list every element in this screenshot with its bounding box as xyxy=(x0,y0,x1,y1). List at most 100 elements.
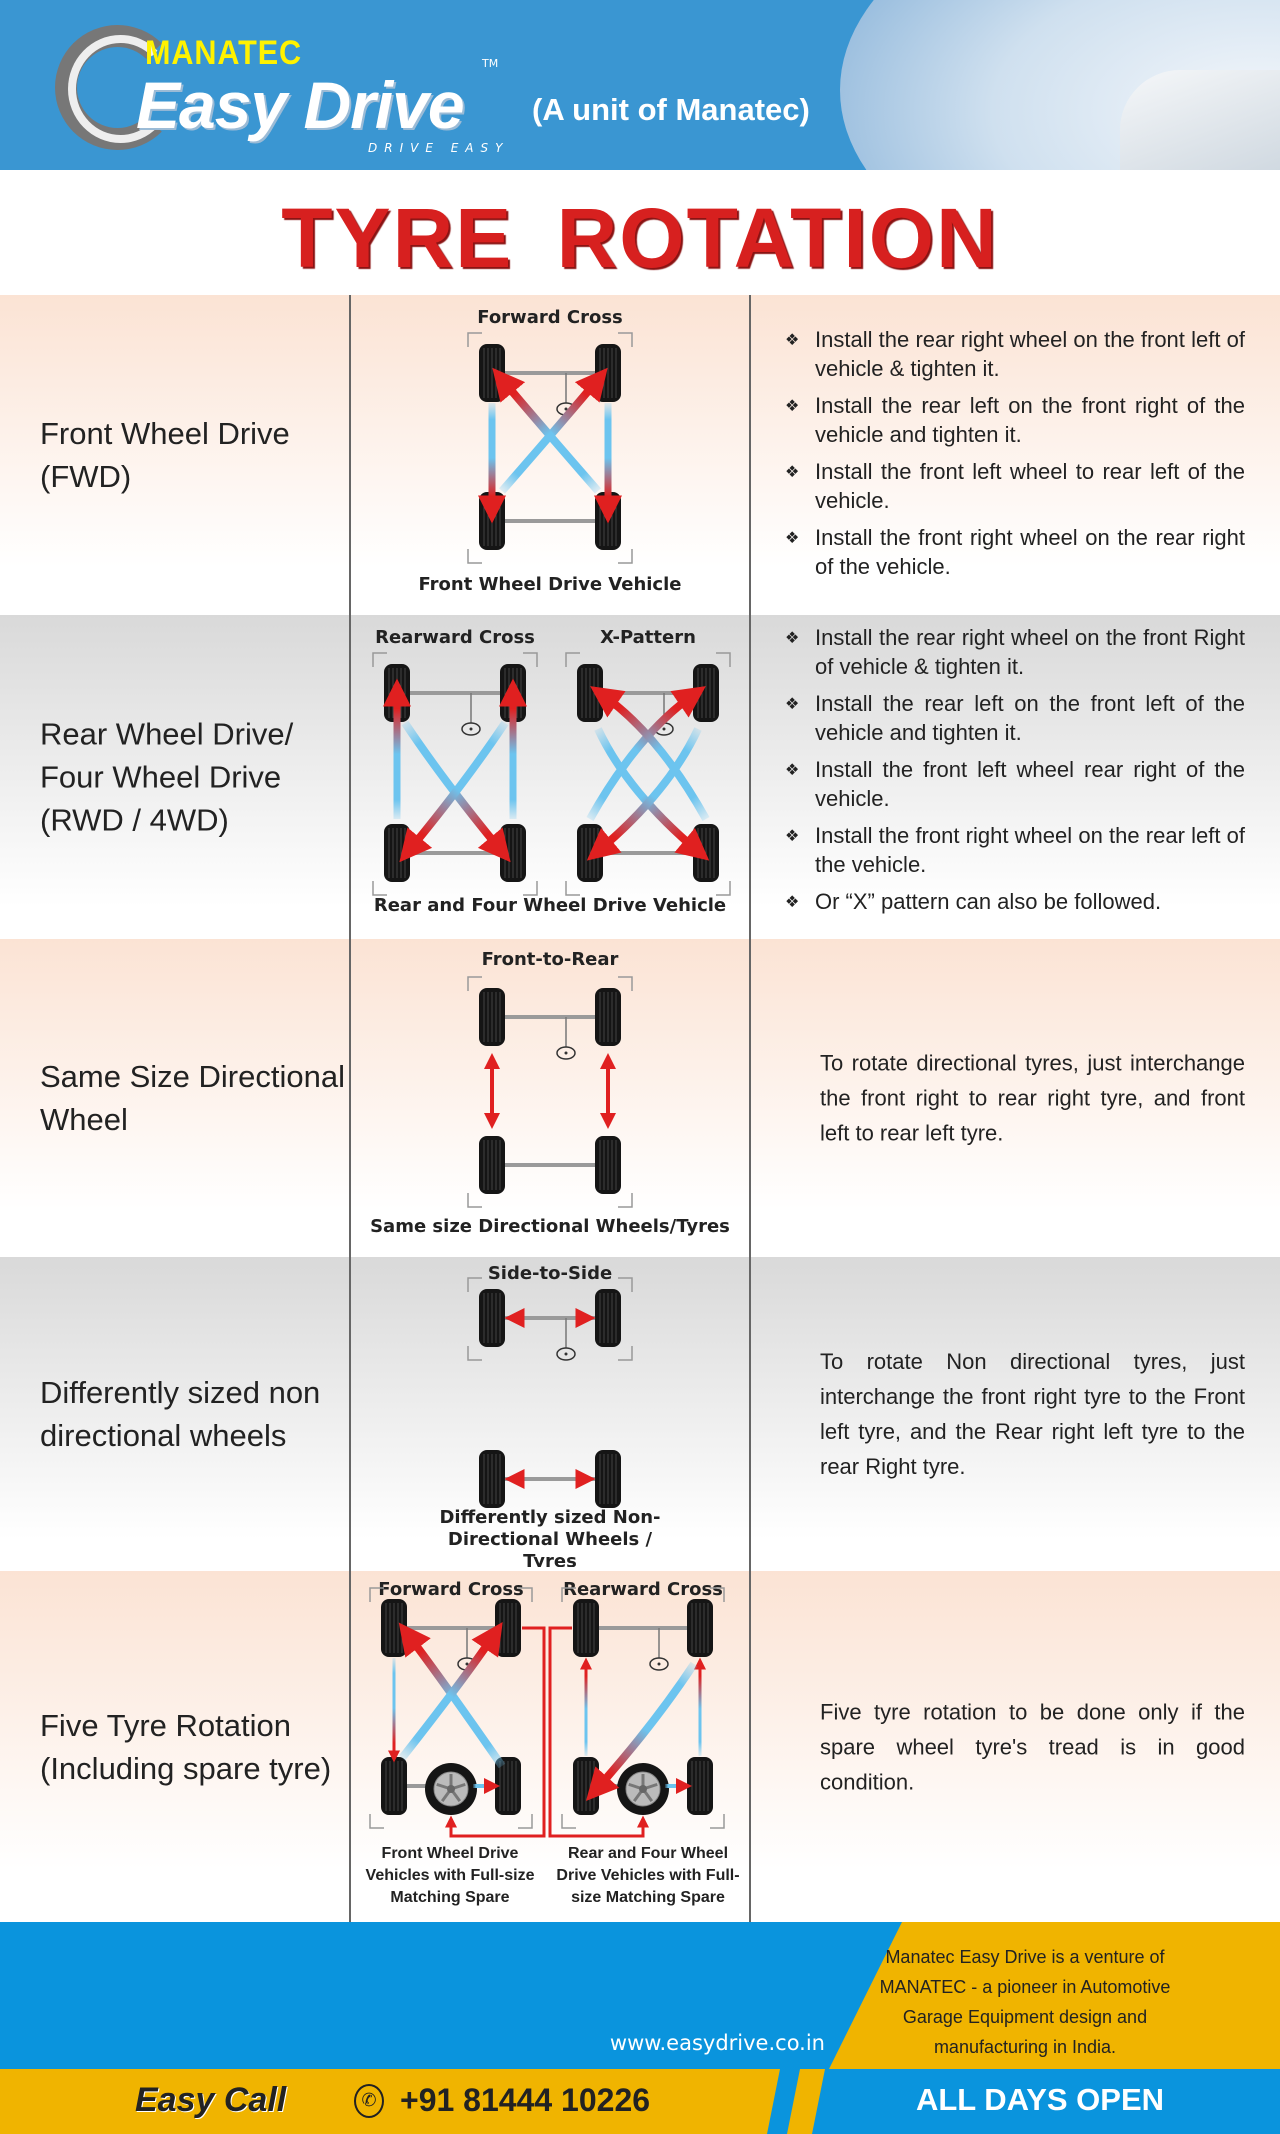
all-days-open: ALL DAYS OPEN xyxy=(915,2082,1165,2117)
diagram-caption: Front Wheel Drive Vehicle xyxy=(419,574,682,595)
instruction-item: ❖Or “X” pattern can also be followed. xyxy=(785,889,1162,914)
row-label: Differently sized non directional wheels xyxy=(40,1375,321,1453)
diagram-title: Side-to-Side xyxy=(488,1263,612,1284)
rotation-arrow xyxy=(399,720,509,863)
row-label: Same Size Directional Wheel xyxy=(40,1059,345,1137)
diagram-caption: Front Wheel Drive Vehicles with Full-siz… xyxy=(365,1845,535,1906)
spare-wheel-icon xyxy=(425,1763,477,1815)
page-title: TYRE ROTATION xyxy=(281,191,999,285)
instruction-item: ❖Install the rear left on the front righ… xyxy=(785,393,1245,447)
bullet-icon: ❖ xyxy=(785,628,800,647)
directional-text: To rotate directional tyres, just interc… xyxy=(820,1050,1245,1146)
instruction-item: ❖Install the front right wheel on the re… xyxy=(785,525,1245,579)
rwd-instructions: ❖Install the rear right wheel on the fro… xyxy=(785,623,1245,924)
instruction-item: ❖Install the rear right wheel on the fro… xyxy=(785,625,1245,679)
car-photo xyxy=(1120,70,1280,170)
unit-text: (A unit of Manatec) xyxy=(532,92,810,127)
wheel-icon xyxy=(384,824,410,882)
diagram-caption: Differently sized Non-Directional Wheels… xyxy=(439,1507,661,1567)
frame-bracket xyxy=(369,1587,533,1829)
diagram-title: Forward Cross xyxy=(477,307,623,328)
rotation-arrow xyxy=(398,1622,506,1769)
row-directional: Same Size Directional Wheel Front-to-Rea… xyxy=(0,939,1280,1257)
brand-main: Easy Drive xyxy=(136,68,465,142)
rotation-arrow xyxy=(492,367,602,494)
bullet-icon: ❖ xyxy=(785,826,800,845)
row-rwd: Rear Wheel Drive/ Four Wheel Drive (RWD … xyxy=(0,615,1280,939)
row-five-tyre: Five Tyre Rotation (Including spare tyre… xyxy=(0,1571,1280,1922)
brand-tagline: DRIVE EASY xyxy=(368,141,510,155)
instruction-item: ❖Install the front left wheel rear right… xyxy=(785,757,1245,811)
bullet-icon: ❖ xyxy=(785,396,800,415)
wheel-icon xyxy=(495,1599,521,1657)
diagram-title: X-Pattern xyxy=(600,627,696,648)
wheel-icon xyxy=(479,1450,505,1508)
wheel-icon xyxy=(595,344,621,402)
column-divider xyxy=(349,295,351,1922)
wheel-icon xyxy=(495,1757,521,1815)
rotation-path xyxy=(445,1626,546,1838)
rotation-arrow xyxy=(401,720,511,863)
diagram-caption: Same size Directional Wheels/Tyres xyxy=(370,1216,730,1237)
easy-call-label: Easy Call xyxy=(135,2081,287,2119)
footer-yellow-strip xyxy=(0,2069,825,2134)
wheel-icon xyxy=(479,1289,505,1347)
non-directional-diagram: Side-to-Side Differently sized Non-Direc… xyxy=(439,1263,661,1567)
rwd-diagram: Rearward Cross X-Pattern Rear and Four W… xyxy=(372,627,731,916)
steering-wheel-icon xyxy=(461,693,481,736)
rotation-arrow xyxy=(498,367,608,494)
column-divider xyxy=(749,295,751,1922)
five-tyre-diagram: Forward Cross Rearward Cross Front Wheel… xyxy=(365,1579,740,1906)
bullet-icon: ❖ xyxy=(785,462,800,481)
instruction-item: ❖Install the front left wheel to rear le… xyxy=(785,459,1245,513)
rotation-arrow xyxy=(594,727,710,861)
brand-top: MANATEC xyxy=(145,34,303,72)
bullet-icon: ❖ xyxy=(785,330,800,349)
wheel-icon xyxy=(595,1136,621,1194)
directional-diagram: Front-to-Rear Same size Directional Whee… xyxy=(370,949,730,1237)
instruction-item: ❖Install the rear left on the front left… xyxy=(785,691,1245,745)
wheel-icon xyxy=(573,1599,599,1657)
phone-number[interactable]: +91 81444 10226 xyxy=(400,2082,651,2118)
wheel-icon xyxy=(687,1599,713,1657)
frame-bracket xyxy=(561,1587,725,1829)
five-tyre-text: Five tyre rotation to be done only if th… xyxy=(820,1699,1245,1794)
bullet-icon: ❖ xyxy=(785,528,800,547)
diagram-title: Forward Cross xyxy=(378,1579,524,1600)
wheel-icon xyxy=(500,824,526,882)
bullet-icon: ❖ xyxy=(785,760,800,779)
footer: Manatec Easy Drive is a venture of MANAT… xyxy=(0,1922,1280,2134)
wheel-icon xyxy=(687,1757,713,1815)
rotation-arrow xyxy=(398,1622,503,1761)
wheel-icon xyxy=(693,664,719,722)
wheel-icon xyxy=(479,344,505,402)
wheel-icon xyxy=(577,664,603,722)
wheel-icon xyxy=(595,988,621,1046)
diagram-title: Rearward Cross xyxy=(563,1579,723,1600)
wheel-icon xyxy=(595,1450,621,1508)
row-label: Five Tyre Rotation (Including spare tyre… xyxy=(40,1707,332,1786)
footer-yellow-panel xyxy=(829,1922,1280,2069)
fwd-instructions: ❖Install the rear right wheel on the fro… xyxy=(785,325,1245,589)
diagram-caption: Rear and Four Wheel Drive Vehicle xyxy=(374,895,726,916)
frame-bracket xyxy=(565,652,731,896)
non-directional-text: To rotate Non directional tyres, just in… xyxy=(820,1349,1245,1479)
row-label: Rear Wheel Drive/ Four Wheel Drive (RWD … xyxy=(40,716,294,838)
rotation-arrow xyxy=(586,727,702,861)
diagram-title: Rearward Cross xyxy=(375,627,535,648)
wheel-icon xyxy=(479,1136,505,1194)
website-link[interactable]: www.easydrive.co.in xyxy=(609,2031,825,2055)
steering-wheel-icon xyxy=(556,1017,576,1060)
rotation-arrow xyxy=(590,686,710,821)
frame-bracket xyxy=(467,1277,633,1361)
fwd-diagram: Forward Cross Front Wheel Drive Vehicle xyxy=(419,307,682,595)
bullet-icon: ❖ xyxy=(785,892,800,911)
steering-wheel-icon xyxy=(556,1318,576,1361)
trademark: TM xyxy=(482,57,499,70)
rotation-arrow xyxy=(586,686,706,821)
diagram-title: Front-to-Rear xyxy=(482,949,619,970)
instruction-item: ❖Install the rear right wheel on the fro… xyxy=(785,327,1245,381)
frame-bracket xyxy=(372,652,538,896)
venture-text: Manatec Easy Drive is a venture of MANAT… xyxy=(879,1947,1171,2057)
wheel-icon xyxy=(479,988,505,1046)
